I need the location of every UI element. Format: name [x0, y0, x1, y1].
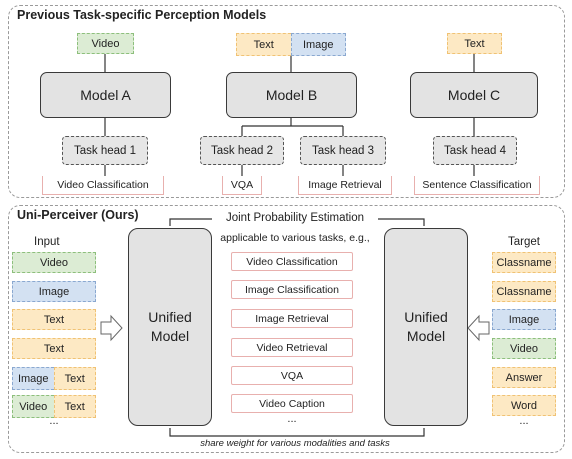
- uni-perceiver-panel: [8, 205, 565, 453]
- target-item: Answer: [492, 367, 556, 388]
- previous-models-panel: [8, 5, 565, 198]
- input-item: Text: [12, 338, 96, 359]
- input-text-image-tag: Text Image: [236, 33, 346, 56]
- input-video-tag: Video: [77, 33, 134, 54]
- input-item: Image Text: [12, 367, 96, 390]
- input-column-label: Input: [34, 236, 60, 248]
- input-text-part: Text: [236, 33, 291, 56]
- task-head-2: Task head 2: [200, 136, 284, 165]
- task-head-4: Task head 4: [433, 136, 517, 165]
- target-item: Classname: [492, 281, 556, 302]
- share-weight-label: share weight for various modalities and …: [200, 438, 390, 449]
- target-arrow-icon: [467, 314, 490, 342]
- input-item: Text: [12, 309, 96, 330]
- output-image-retrieval: Image Retrieval: [298, 176, 392, 195]
- input-item: Video Text: [12, 395, 96, 418]
- input-ellipsis: ...: [49, 415, 59, 427]
- model-b: Model B: [226, 72, 357, 118]
- task-head-1: Task head 1: [62, 136, 148, 165]
- target-list: Classname Classname Image Video Answer W…: [492, 252, 556, 427]
- target-item: Classname: [492, 252, 556, 273]
- task-item: VQA: [231, 366, 353, 385]
- task-item: Video Caption: [231, 394, 353, 413]
- joint-probability-label: Joint Probability Estimation: [225, 212, 365, 224]
- model-c: Model C: [410, 72, 538, 118]
- output-video-classification: Video Classification: [42, 176, 164, 195]
- previous-models-title: Previous Task-specific Perception Models: [17, 8, 267, 22]
- model-a: Model A: [40, 72, 171, 118]
- applicable-label: applicable to various tasks, e.g.,: [220, 232, 370, 244]
- output-sentence-classification: Sentence Classification: [414, 176, 540, 195]
- input-image-part: Image: [290, 33, 346, 56]
- target-item: Word: [492, 395, 556, 416]
- task-item: Video Classification: [231, 252, 353, 271]
- input-arrow-icon: [100, 314, 123, 342]
- target-item: Video: [492, 338, 556, 359]
- input-list: Video Image Text Text Image Text Video T…: [12, 252, 96, 427]
- uni-perceiver-title: Uni-Perceiver (Ours): [17, 208, 139, 222]
- output-vqa: VQA: [222, 176, 262, 195]
- input-item: Video: [12, 252, 96, 273]
- task-item: Image Retrieval: [231, 309, 353, 328]
- task-ellipsis: ...: [287, 413, 297, 425]
- task-item: Image Classification: [231, 280, 353, 299]
- task-head-3: Task head 3: [300, 136, 386, 165]
- input-item: Image: [12, 281, 96, 302]
- unified-model-left: Unified Model: [128, 228, 212, 426]
- target-ellipsis: ...: [519, 415, 529, 427]
- task-item: Video Retrieval: [231, 338, 353, 357]
- input-text-tag: Text: [447, 33, 502, 54]
- task-list: Video Classification Image Classificatio…: [231, 252, 353, 432]
- target-column-label: Target: [508, 236, 540, 248]
- unified-model-right: Unified Model: [384, 228, 468, 426]
- target-item: Image: [492, 309, 556, 330]
